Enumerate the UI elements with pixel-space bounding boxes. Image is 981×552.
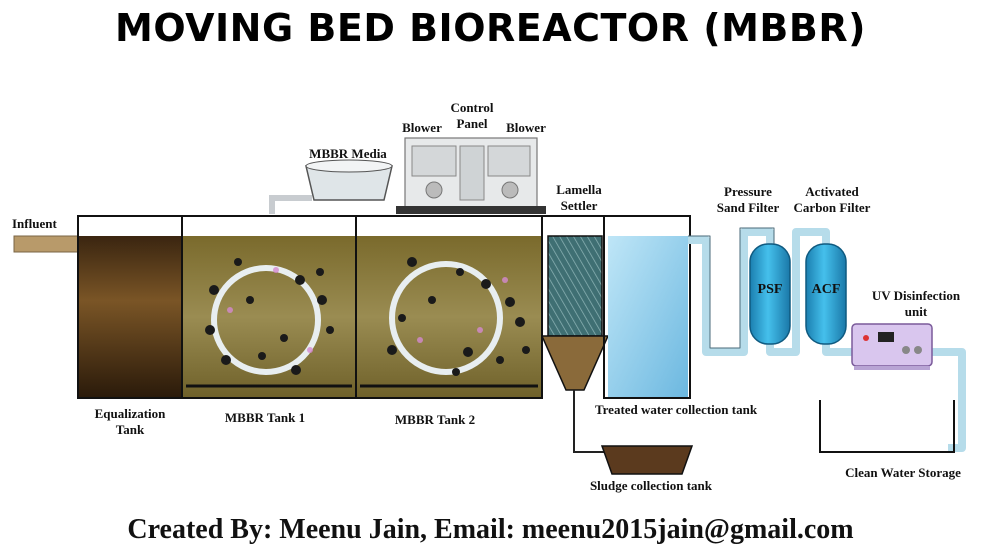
- treated-water-tank: [608, 236, 688, 398]
- control-panel-line-1: Control: [450, 100, 494, 115]
- influent-label: Influent: [12, 216, 57, 231]
- mbbr-media-tray: [305, 159, 393, 201]
- pressure-sand-filter-label: Pressure Sand Filter: [708, 184, 788, 216]
- influent-pipe: [13, 235, 79, 253]
- treated-water-tank-label: Treated water collection tank: [594, 402, 758, 417]
- tank-1-circulation-ring: [211, 265, 321, 375]
- lamella-settler: [547, 235, 603, 337]
- blower-control-unit: [396, 137, 546, 214]
- control-panel-line-2: Panel: [456, 116, 488, 131]
- lamella-line-1: Lamella: [556, 182, 602, 197]
- acf-vessel: [805, 243, 847, 345]
- acf-line-2: Carbon Filter: [793, 200, 871, 215]
- sludge-collection-tank: [600, 445, 694, 475]
- mbbr-tank-2-label: MBBR Tank 2: [394, 412, 476, 427]
- media-particles: [205, 257, 530, 376]
- psf-vessel: [749, 243, 791, 345]
- media-particles-pink: [227, 267, 508, 353]
- equalization-tank-label: Equalization Tank: [80, 406, 180, 438]
- sludge-drain-pipe: [573, 390, 612, 453]
- blower-right-label: Blower: [506, 120, 546, 135]
- diagram-title: MOVING BED BIOREACTOR (MBBR): [115, 6, 866, 50]
- uv-disinfection-label: UV Disinfection unit: [860, 288, 972, 320]
- acf-box-label: ACF: [811, 282, 841, 297]
- control-panel-label: Control Panel: [444, 100, 500, 132]
- acf-line-1: Activated: [805, 184, 859, 199]
- footer-credit: Created By: Meenu Jain, Email: meenu2015…: [127, 514, 854, 545]
- lamella-line-2: Settler: [560, 198, 598, 213]
- mbbr-tank-2-outline: [355, 215, 543, 399]
- uv-disinfection-unit: [851, 323, 933, 370]
- uv-line-2: unit: [904, 304, 928, 319]
- lamella-hopper: [540, 335, 610, 391]
- mbbr-tank-1-label: MBBR Tank 1: [224, 410, 306, 425]
- clean-water-storage-label: Clean Water Storage: [845, 465, 961, 480]
- psf-box-label: PSF: [757, 282, 783, 297]
- sludge-tank-label: Sludge collection tank: [589, 478, 713, 493]
- tank-2-circulation-ring: [389, 261, 503, 375]
- clean-water-storage: [819, 400, 955, 453]
- psf-line-2: Sand Filter: [716, 200, 780, 215]
- psf-line-1: Pressure: [724, 184, 772, 199]
- uv-line-1: UV Disinfection: [871, 288, 961, 303]
- treated-water-tank-outline: [603, 215, 691, 399]
- air-pipe: [269, 195, 312, 214]
- eq-line-1: Equalization: [94, 406, 166, 421]
- filter-piping-edge: [688, 227, 775, 349]
- blower-left-label: Blower: [402, 120, 442, 135]
- equalization-tank: [78, 236, 182, 398]
- activated-carbon-filter-label: Activated Carbon Filter: [782, 184, 882, 216]
- mbbr-media-label: MBBR Media: [309, 146, 387, 161]
- lamella-settler-label: Lamella Settler: [550, 182, 608, 214]
- eq-line-2: Tank: [115, 422, 145, 437]
